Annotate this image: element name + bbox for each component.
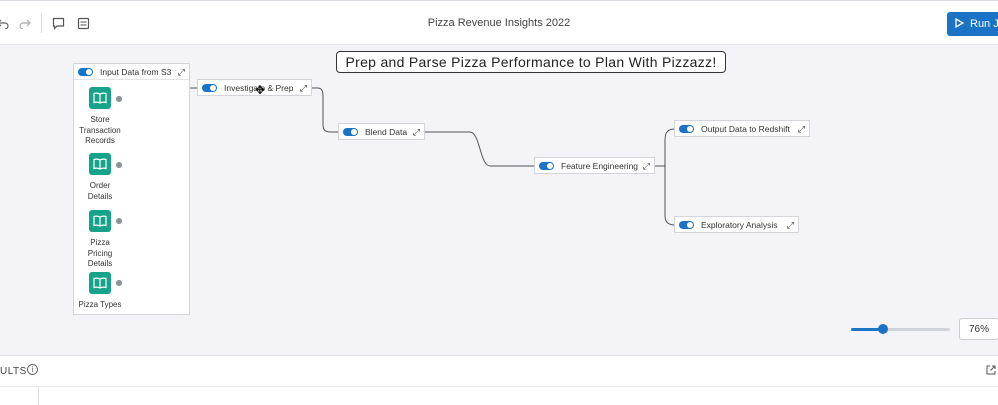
zoom-slider-handle[interactable] <box>877 324 888 334</box>
results-panel: ULTS i <box>0 355 998 405</box>
node-label: Investigate & Prep <box>224 82 294 93</box>
node-label: Blend Data <box>365 126 408 137</box>
node-blend-data[interactable]: Blend Data ⤢ <box>338 123 425 140</box>
undo-icon[interactable] <box>0 14 12 32</box>
top-toolbar: Pizza Revenue Insights 2022 Run Jo <box>0 0 998 45</box>
dataset-icon[interactable] <box>89 153 111 175</box>
group-title: Input Data from S3 <box>100 66 172 77</box>
move-cursor-icon: ✥ <box>255 83 266 97</box>
redo-icon[interactable] <box>16 14 34 32</box>
node-toggle[interactable] <box>679 220 694 229</box>
zoom-slider-track[interactable] <box>851 328 950 331</box>
node-label: Output Data to Redshift <box>701 123 790 134</box>
expand-icon[interactable]: ⤢ <box>797 124 805 134</box>
node-label: Feature Engineering <box>561 160 639 171</box>
node-toggle[interactable] <box>202 83 217 92</box>
group-toggle[interactable] <box>78 67 93 76</box>
expand-icon[interactable]: ⤢ <box>786 220 794 230</box>
info-icon[interactable]: i <box>27 364 38 375</box>
dataset-icon[interactable] <box>89 210 111 232</box>
expand-icon[interactable]: ⤢ <box>177 67 185 77</box>
output-port[interactable] <box>116 280 122 286</box>
canvas-banner: Prep and Parse Pizza Performance to Plan… <box>336 51 726 73</box>
app-title: Pizza Revenue Insights 2022 <box>427 17 571 29</box>
group-header: Input Data from S3 ⤢ <box>74 64 189 80</box>
node-output-redshift[interactable]: Output Data to Redshift ⤢ <box>674 120 810 137</box>
zoom-level-input[interactable]: 76% <box>959 318 998 340</box>
output-port[interactable] <box>116 96 122 102</box>
results-divider <box>0 386 998 387</box>
notes-icon[interactable] <box>74 14 92 32</box>
open-external-icon[interactable] <box>986 365 996 378</box>
results-column-divider <box>38 387 39 405</box>
dataset-icon[interactable] <box>89 272 111 294</box>
expand-icon[interactable]: ⤢ <box>642 161 650 171</box>
dataset-icon[interactable] <box>89 87 111 109</box>
dataset-label-store-transaction-records: Store Transaction Records <box>79 115 121 145</box>
toolbar-divider <box>41 13 42 33</box>
comment-icon[interactable] <box>49 14 67 32</box>
zoom-slider-fill <box>851 328 883 331</box>
play-icon <box>955 17 965 31</box>
node-investigate-prep[interactable]: Investigate & Prep ⤢ <box>197 79 312 96</box>
results-title: ULTS <box>0 366 27 377</box>
output-port[interactable] <box>116 218 122 224</box>
node-label: Exploratory Analysis <box>701 219 778 230</box>
run-job-label: Run Jo <box>970 18 998 30</box>
node-toggle[interactable] <box>343 127 358 136</box>
dataset-label-pizza-pricing-details: Pizza Pricing Details <box>87 238 113 268</box>
node-exploratory-analysis[interactable]: Exploratory Analysis ⤢ <box>674 216 799 233</box>
node-toggle[interactable] <box>679 124 694 133</box>
expand-icon[interactable]: ⤢ <box>299 83 307 93</box>
dataset-label-pizza-types: Pizza Types <box>78 300 122 309</box>
output-port[interactable] <box>116 162 122 168</box>
run-job-button[interactable]: Run Jo <box>947 12 998 36</box>
node-toggle[interactable] <box>539 161 554 170</box>
expand-icon[interactable]: ⤢ <box>412 127 420 137</box>
node-feature-engineering[interactable]: Feature Engineering ⤢ <box>534 157 655 174</box>
dataset-label-order-details: Order Details <box>87 181 113 201</box>
